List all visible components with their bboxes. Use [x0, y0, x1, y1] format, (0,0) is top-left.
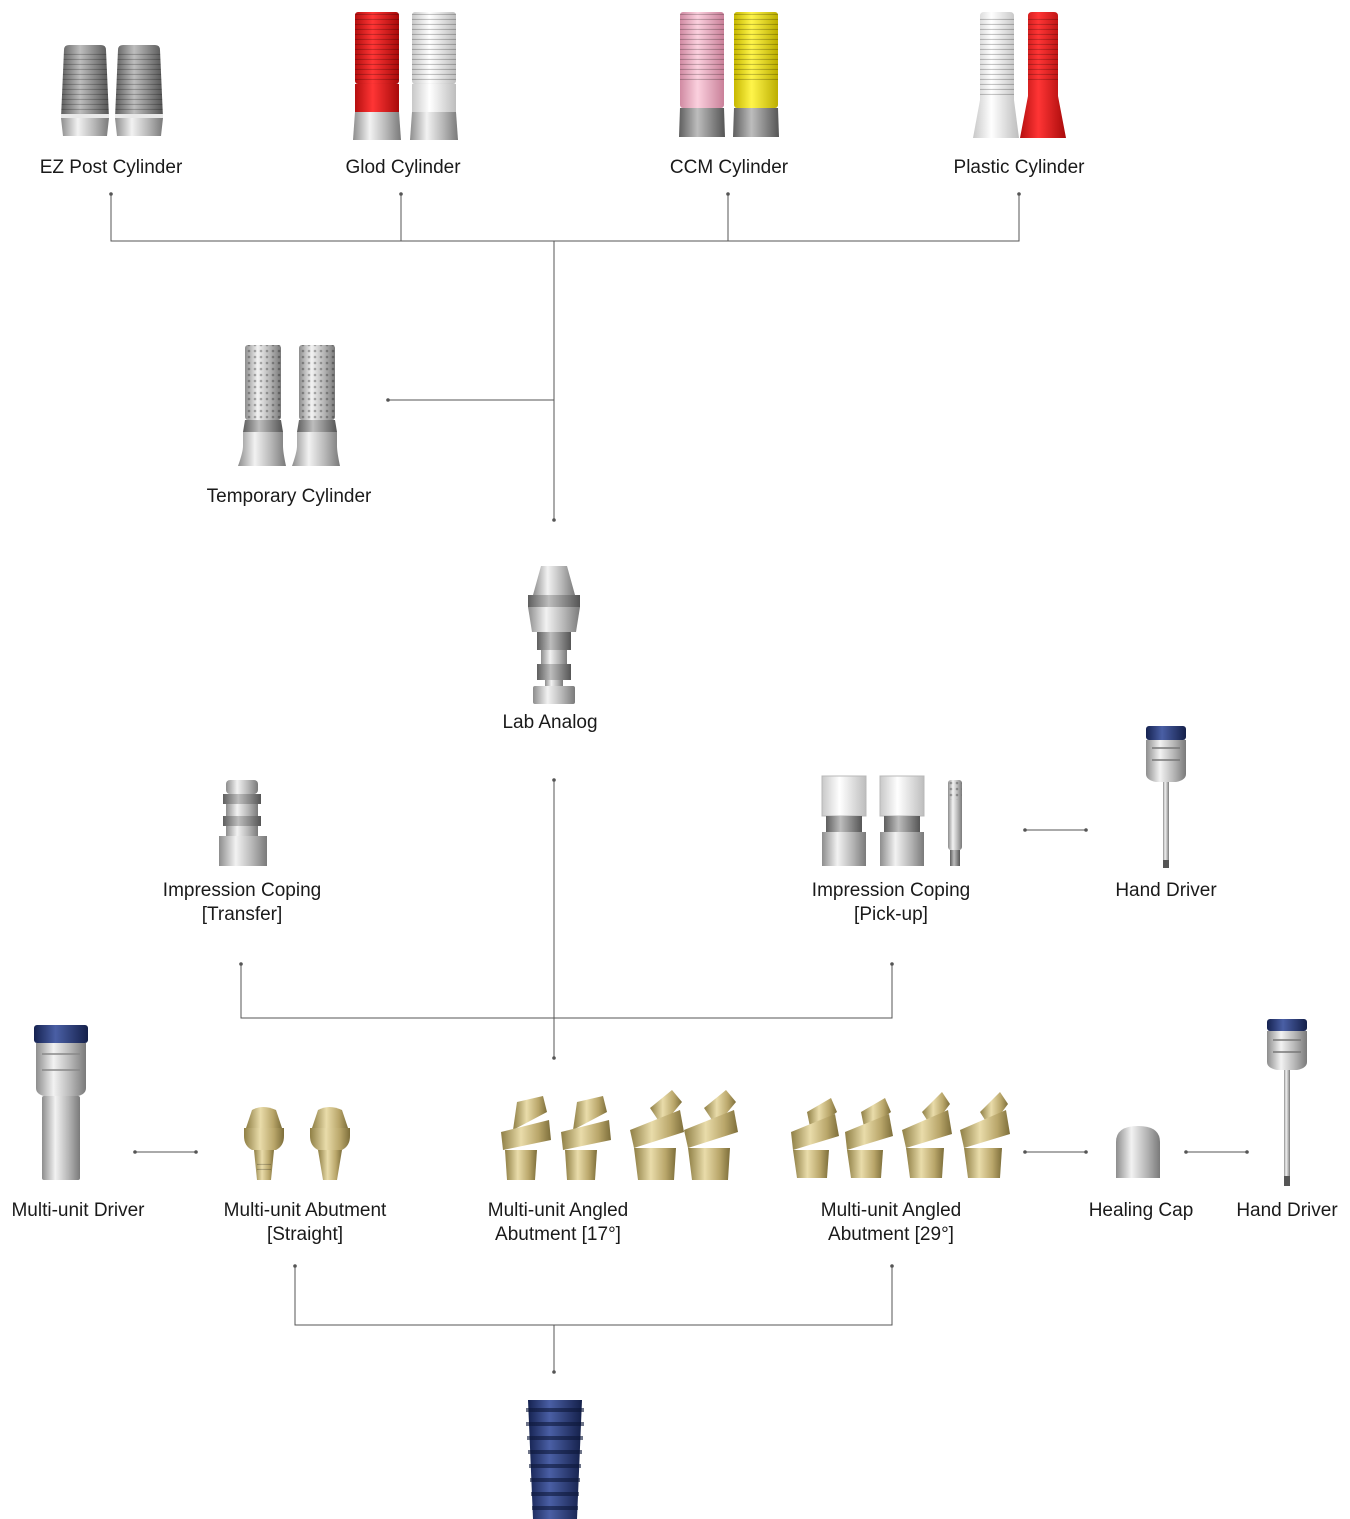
impression-coping-pickup-line2: [Pick-up] [854, 904, 928, 925]
multi-unit-abutment-straight-line1: Multi-unit Abutment [223, 1200, 387, 1221]
hand-driver-lower-illustration [1267, 1019, 1307, 1186]
glod-cylinder-illustration [353, 12, 458, 140]
glod-cylinder-label: Glod Cylinder [345, 157, 461, 178]
multi-unit-abutment-straight-line2: [Straight] [266, 1224, 344, 1245]
hand-driver-upper-illustration [1146, 726, 1186, 868]
healing-cap-illustration [1116, 1126, 1160, 1178]
multi-unit-driver-illustration [34, 1025, 88, 1180]
impression-coping-pickup-label: Impression Coping [Pick-up] [812, 879, 970, 927]
multi-unit-angled-29-line1: Multi-unit Angled [820, 1200, 962, 1221]
connector-lines [110, 194, 1247, 1372]
impression-coping-pickup-line1: Impression Coping [811, 880, 971, 901]
impression-coping-transfer-line1: Impression Coping [162, 880, 322, 901]
multi-unit-angled-17-line1: Multi-unit Angled [487, 1200, 629, 1221]
multi-unit-angled-29-label: Multi-unit Angled Abutment [29°] [821, 1199, 961, 1247]
connector-top-bracket [110, 194, 1020, 242]
healing-cap-label: Healing Cap [1088, 1200, 1194, 1221]
temporary-cylinder-label: Temporary Cylinder [206, 486, 372, 507]
ccm-cylinder-label: CCM Cylinder [669, 157, 789, 178]
multi-unit-angled-17-line2: Abutment [17°] [495, 1224, 621, 1245]
implant-fixture-illustration [526, 1400, 584, 1519]
impression-coping-pickup-illustration [821, 775, 962, 866]
multi-unit-angled-17-label: Multi-unit Angled Abutment [17°] [488, 1199, 628, 1247]
lab-analog-label: Lab Analog [502, 712, 598, 733]
lab-analog-illustration [528, 566, 580, 704]
impression-coping-transfer-line2: [Transfer] [201, 904, 283, 925]
impression-coping-transfer-label: Impression Coping [Transfer] [163, 879, 321, 927]
multi-unit-angled-29-line2: Abutment [29°] [828, 1224, 954, 1245]
multi-unit-angled-17-illustration [501, 1090, 738, 1180]
multi-unit-abutment-straight-illustration [244, 1107, 350, 1180]
multi-unit-abutment-straight-label: Multi-unit Abutment [Straight] [224, 1199, 387, 1247]
multi-unit-angled-29-illustration [791, 1092, 1010, 1178]
connector-bottom-bracket [294, 1266, 893, 1372]
temporary-cylinder-illustration [238, 345, 340, 466]
ez-post-cylinder-label: EZ Post Cylinder [39, 157, 183, 178]
ccm-cylinder-illustration [679, 12, 779, 137]
ez-post-cylinder-illustration [61, 45, 163, 136]
connector-impression-bracket [240, 964, 893, 1019]
multi-unit-driver-label: Multi-unit Driver [11, 1200, 145, 1221]
hand-driver-lower-label: Hand Driver [1236, 1200, 1338, 1221]
hand-driver-upper-label: Hand Driver [1115, 880, 1217, 901]
impression-coping-transfer-illustration [219, 780, 267, 866]
plastic-cylinder-illustration [973, 12, 1066, 138]
plastic-cylinder-label: Plastic Cylinder [953, 157, 1085, 178]
connector-dots [109, 192, 1249, 1374]
